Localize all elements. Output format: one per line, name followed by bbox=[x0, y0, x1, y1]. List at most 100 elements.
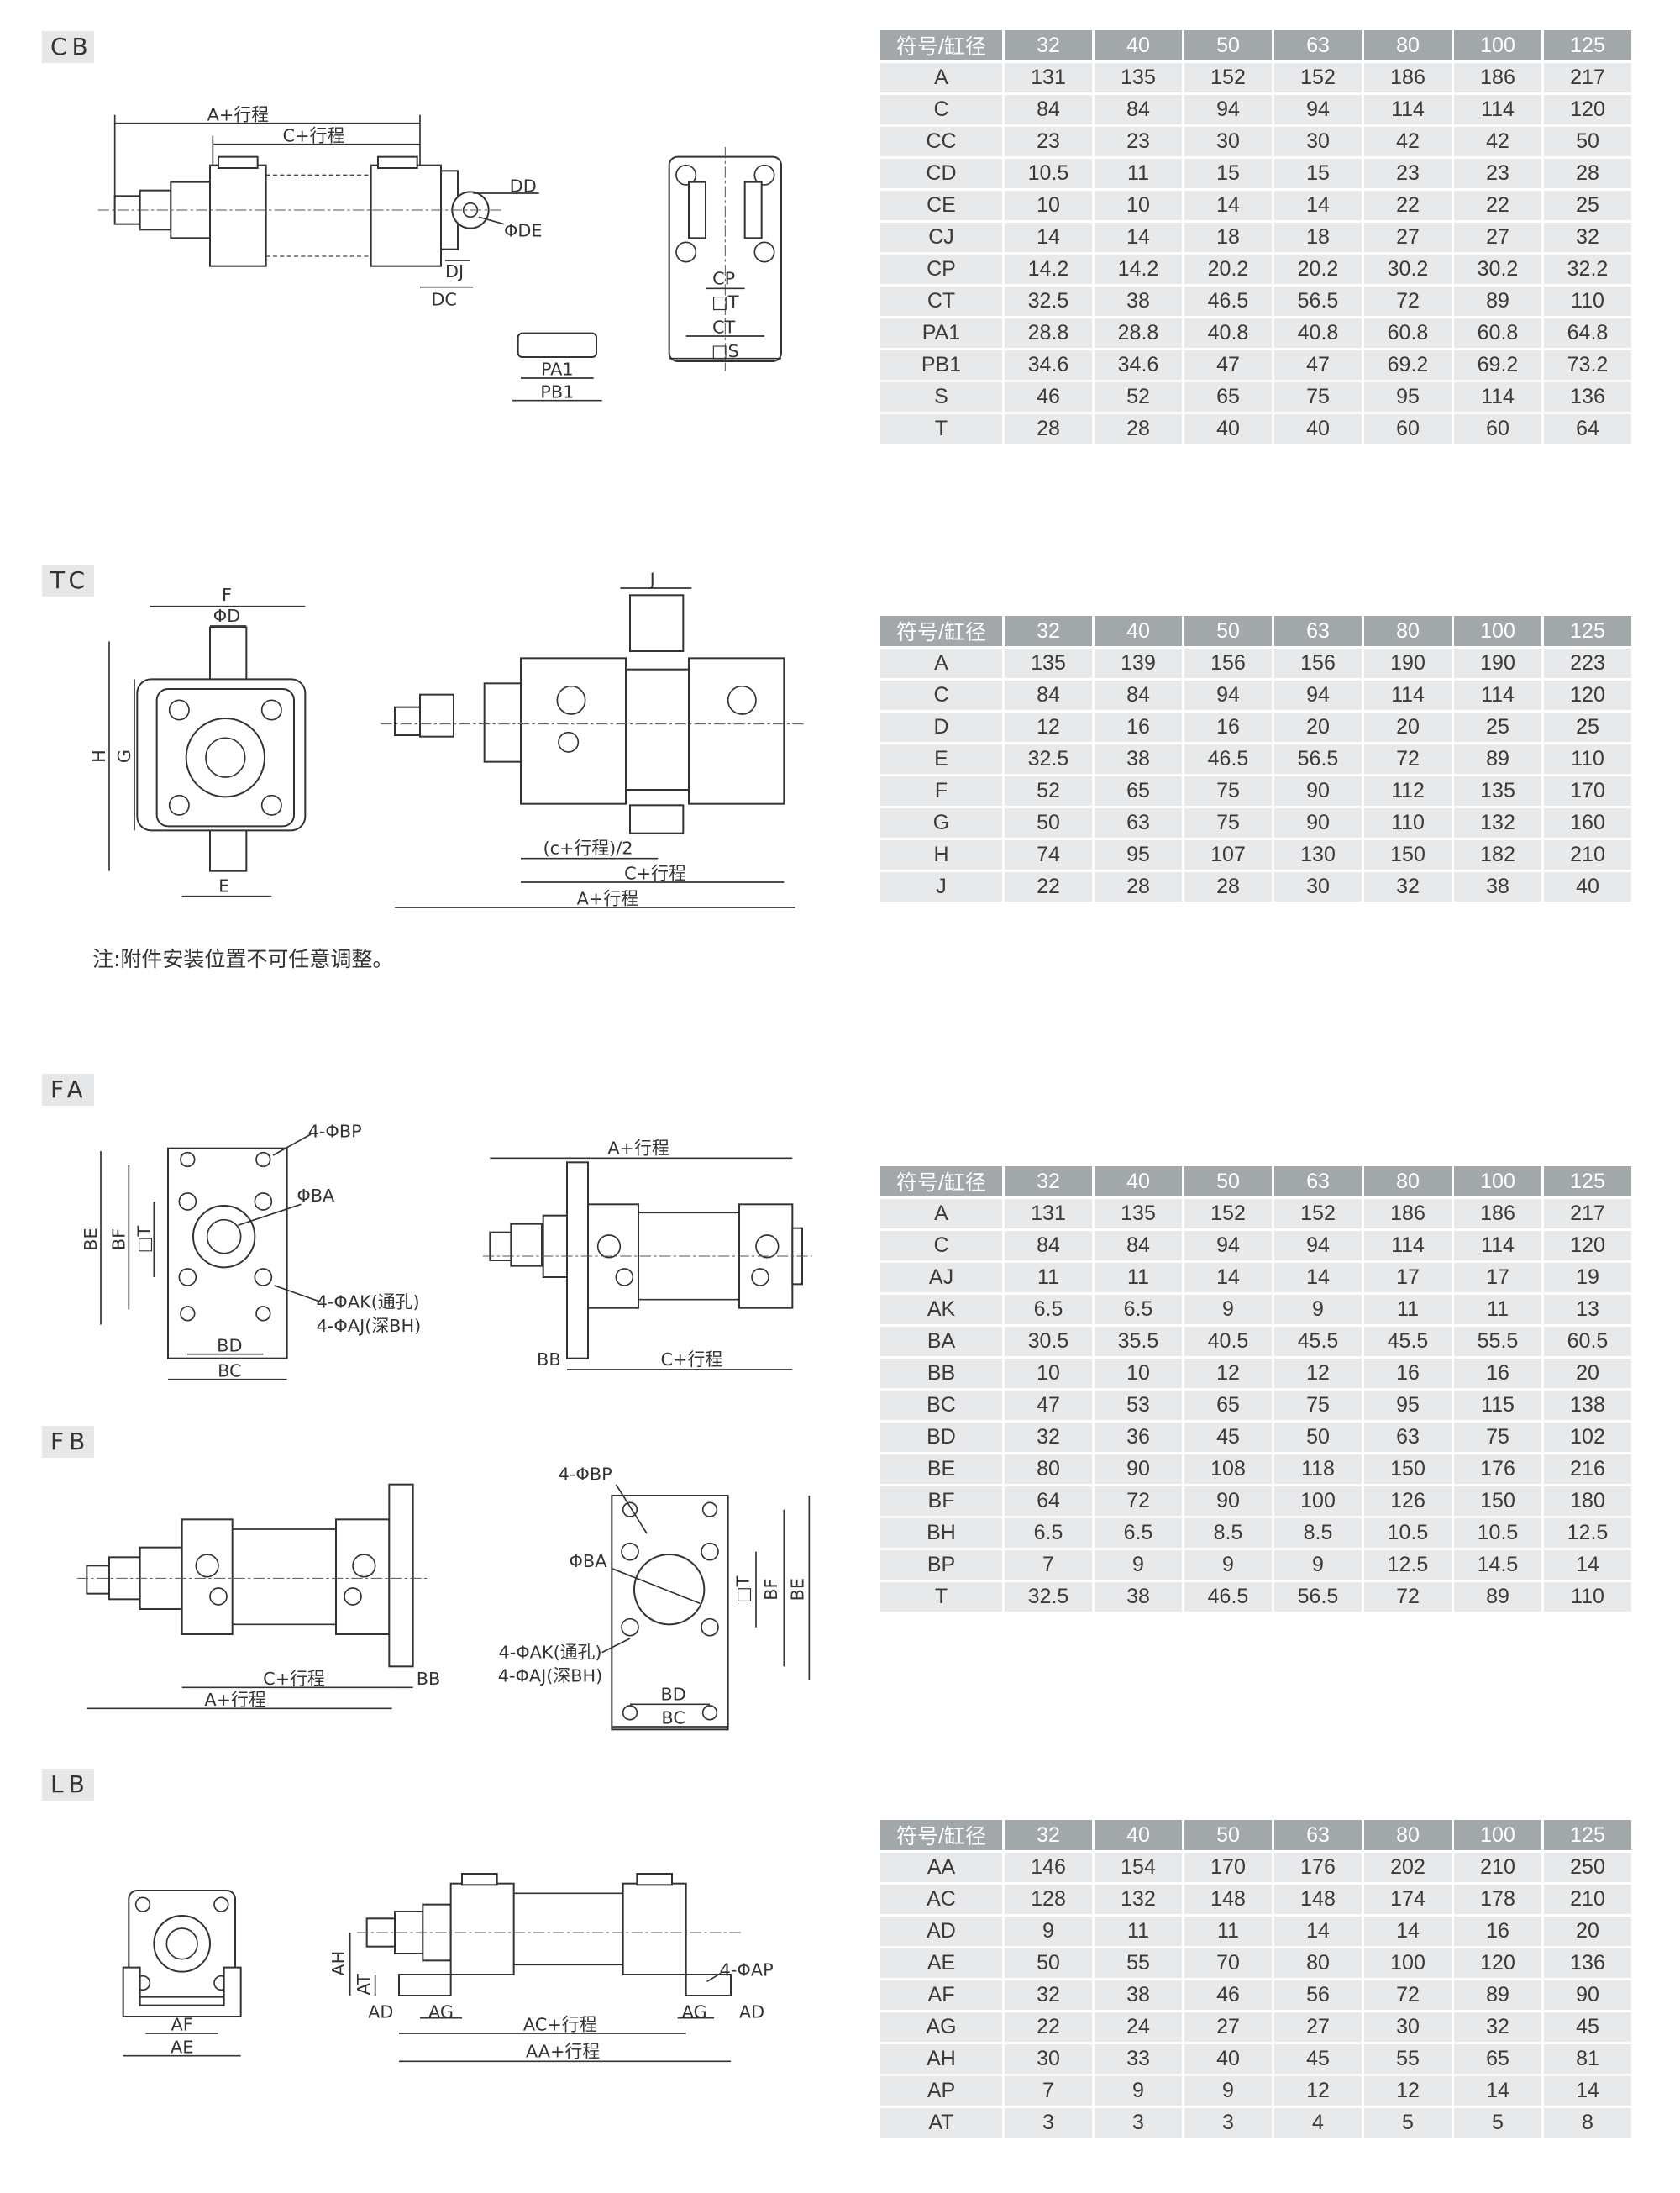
cb-side-view: A+行程 C+行程 DD ΦDE DJ DC bbox=[97, 104, 543, 309]
value-cell: 4 bbox=[1274, 2108, 1362, 2138]
dim-label: BB bbox=[537, 1349, 561, 1370]
value-cell: 154 bbox=[1095, 1853, 1182, 1882]
tc-side-view: J (c+行程)/2 C+行程 A+行程 bbox=[381, 570, 806, 909]
value-cell: 32 bbox=[1364, 872, 1452, 902]
dim-label: 4-ΦAK(通孔) bbox=[499, 1642, 602, 1662]
value-cell: 186 bbox=[1454, 63, 1541, 92]
value-cell: 14 bbox=[1274, 191, 1362, 220]
value-cell: 9 bbox=[1184, 1550, 1272, 1580]
bore-header: 32 bbox=[1005, 616, 1092, 646]
symbol-cell: AA bbox=[880, 1853, 1002, 1882]
value-cell: 38 bbox=[1454, 872, 1541, 902]
value-cell: 75 bbox=[1274, 382, 1362, 412]
symbol-cell: G bbox=[880, 808, 1002, 838]
symbol-cell: AT bbox=[880, 2108, 1002, 2138]
value-cell: 72 bbox=[1095, 1486, 1182, 1516]
value-cell: 139 bbox=[1095, 649, 1182, 678]
bore-header: 100 bbox=[1454, 1820, 1541, 1850]
value-cell: 89 bbox=[1454, 1582, 1541, 1612]
dim-label: DC bbox=[431, 289, 457, 309]
value-cell: 6.5 bbox=[1095, 1518, 1182, 1548]
value-cell: 107 bbox=[1184, 840, 1272, 870]
symbol-cell: BC bbox=[880, 1391, 1002, 1420]
value-cell: 46.5 bbox=[1184, 1582, 1272, 1612]
dim-label: BE bbox=[788, 1578, 808, 1601]
fb-side-view: C+行程 A+行程 BB bbox=[76, 1483, 441, 1710]
value-cell: 72 bbox=[1364, 287, 1452, 316]
value-cell: 136 bbox=[1544, 1948, 1631, 1978]
value-cell: 27 bbox=[1364, 223, 1452, 252]
value-cell: 14.2 bbox=[1095, 255, 1182, 284]
value-cell: 40 bbox=[1274, 414, 1362, 444]
fa-front-view: 4-ΦBP ΦBA 4-ΦAK(通孔) 4-ΦAJ(深BH) BD BC BE … bbox=[81, 1121, 421, 1380]
value-cell: 178 bbox=[1454, 1885, 1541, 1914]
value-cell: 14 bbox=[1454, 2076, 1541, 2106]
value-cell: 55.5 bbox=[1454, 1327, 1541, 1356]
value-cell: 128 bbox=[1005, 1885, 1092, 1914]
value-cell: 14 bbox=[1274, 1263, 1362, 1292]
value-cell: 3 bbox=[1005, 2108, 1092, 2138]
symbol-cell: CD bbox=[880, 159, 1002, 188]
dim-label: AH bbox=[328, 1951, 349, 1976]
value-cell: 64.8 bbox=[1544, 318, 1631, 348]
symbol-cell: E bbox=[880, 744, 1002, 774]
bore-header: 50 bbox=[1184, 616, 1272, 646]
symbol-cell: AE bbox=[880, 1948, 1002, 1978]
value-cell: 9 bbox=[1095, 1550, 1182, 1580]
value-cell: 30 bbox=[1364, 2012, 1452, 2042]
value-cell: 148 bbox=[1184, 1885, 1272, 1914]
value-cell: 56.5 bbox=[1274, 287, 1362, 316]
dim-label: DD bbox=[510, 176, 537, 196]
dim-label: AD bbox=[739, 2002, 764, 2022]
value-cell: 40 bbox=[1184, 2044, 1272, 2074]
value-cell: 186 bbox=[1364, 1199, 1452, 1228]
symbol-cell: BP bbox=[880, 1550, 1002, 1580]
value-cell: 6.5 bbox=[1095, 1295, 1182, 1324]
value-cell: 65 bbox=[1184, 382, 1272, 412]
value-cell: 14 bbox=[1184, 191, 1272, 220]
symbol-cell: AJ bbox=[880, 1263, 1002, 1292]
bore-header: 63 bbox=[1274, 616, 1362, 646]
value-cell: 16 bbox=[1454, 1917, 1541, 1946]
value-cell: 9 bbox=[1184, 2076, 1272, 2106]
value-cell: 25 bbox=[1454, 713, 1541, 742]
value-cell: 11 bbox=[1005, 1263, 1092, 1292]
value-cell: 152 bbox=[1274, 63, 1362, 92]
value-cell: 135 bbox=[1454, 776, 1541, 806]
value-cell: 60 bbox=[1454, 414, 1541, 444]
symbol-cell: BD bbox=[880, 1423, 1002, 1452]
symbol-cell: CE bbox=[880, 191, 1002, 220]
value-cell: 40 bbox=[1544, 872, 1631, 902]
value-cell: 32.5 bbox=[1005, 1582, 1092, 1612]
value-cell: 35.5 bbox=[1095, 1327, 1182, 1356]
value-cell: 150 bbox=[1454, 1486, 1541, 1516]
bore-header: 80 bbox=[1364, 1820, 1452, 1850]
value-cell: 9 bbox=[1184, 1295, 1272, 1324]
value-cell: 114 bbox=[1454, 681, 1541, 710]
value-cell: 28 bbox=[1095, 414, 1182, 444]
value-cell: 46 bbox=[1005, 382, 1092, 412]
value-cell: 100 bbox=[1364, 1948, 1452, 1978]
dim-label: AE bbox=[171, 2037, 193, 2057]
symbol-cell: C bbox=[880, 1231, 1002, 1260]
dim-label: C+行程 bbox=[283, 125, 345, 145]
value-cell: 27 bbox=[1184, 2012, 1272, 2042]
value-cell: 50 bbox=[1274, 1423, 1362, 1452]
value-cell: 15 bbox=[1274, 159, 1362, 188]
dim-label: BB bbox=[417, 1669, 441, 1689]
symbol-cell: BE bbox=[880, 1454, 1002, 1484]
value-cell: 190 bbox=[1364, 649, 1452, 678]
section-label-tc: TC bbox=[42, 565, 94, 597]
dim-label: □T bbox=[711, 292, 739, 313]
value-cell: 11 bbox=[1454, 1295, 1541, 1324]
value-cell: 95 bbox=[1364, 1391, 1452, 1420]
value-cell: 210 bbox=[1544, 1885, 1631, 1914]
installation-note: 注:附件安装位置不可任意调整。 bbox=[92, 947, 394, 971]
